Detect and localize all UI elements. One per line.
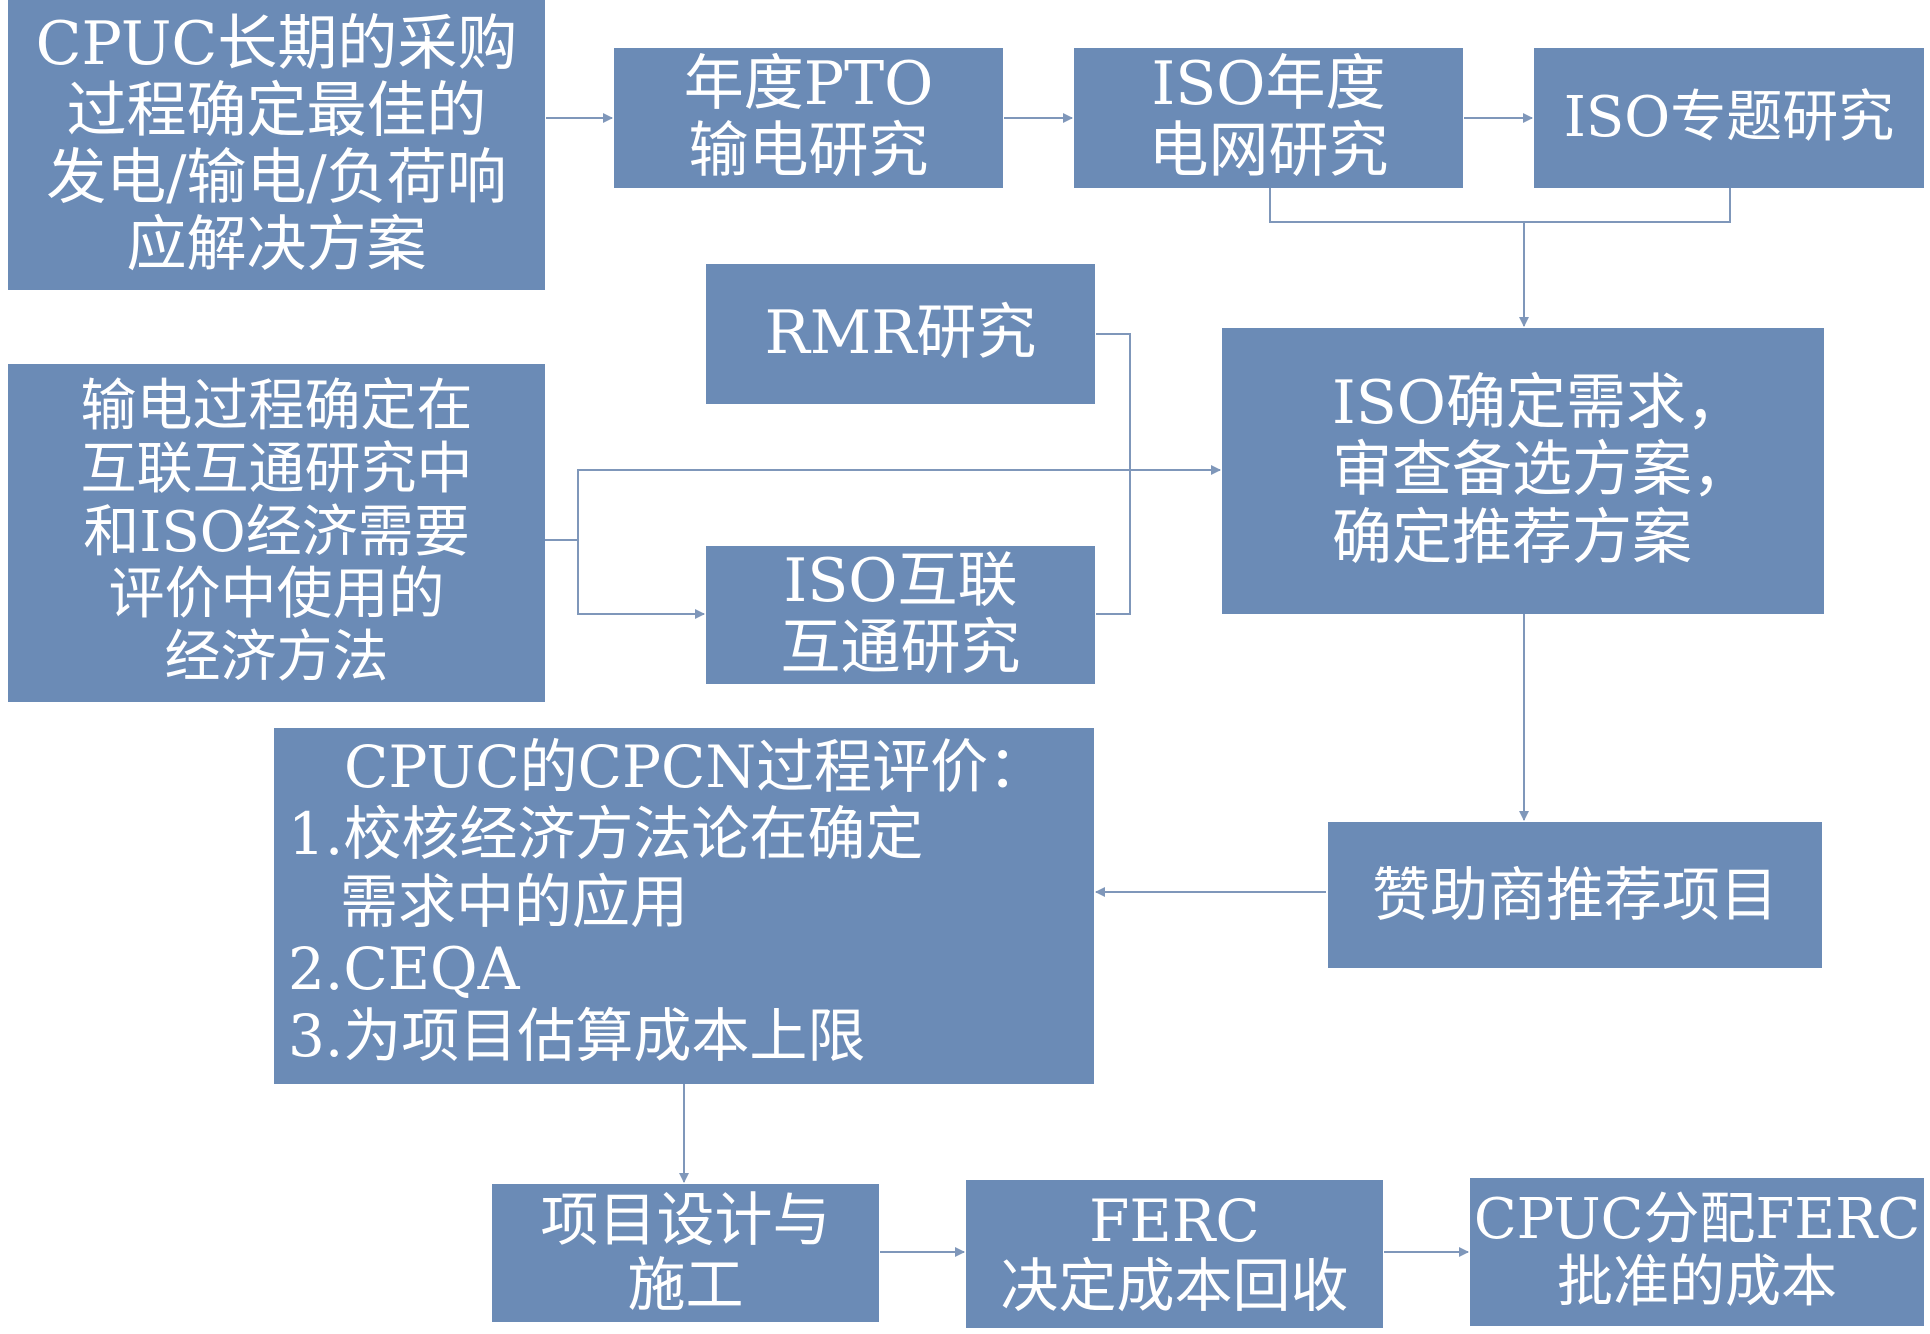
box-line: ISO年度 <box>1151 48 1386 119</box>
arrow-economic-to-interconnection <box>577 540 705 619</box>
box-line: 项目设计与 <box>540 1186 831 1255</box>
box-transmission-economic-method: 输电过程确定在 互联互通研究中 和ISO经济需要 评价中使用的 经济方法 <box>8 364 545 702</box>
box-line: RMR研究 <box>764 298 1037 369</box>
box-rmr-study: RMR研究 <box>706 264 1095 404</box>
box-line: 互通研究 <box>780 613 1021 683</box>
box-iso-determine-need: ISO确定需求， 审查备选方案， 确定推荐方案 <box>1222 328 1824 614</box>
box-line: 年度PTO <box>683 48 934 119</box>
box-line: 过程确定最佳的 <box>66 75 487 146</box>
box-cpuc-long-term-procurement: CPUC长期的采购 过程确定最佳的 发电/输电/负荷响 应解决方案 <box>8 0 545 290</box>
box-line: 赞助商推荐项目 <box>1371 860 1778 929</box>
connector-iso-studies-merge <box>1269 188 1731 223</box>
box-line: 2.CEQA <box>288 934 520 1003</box>
connector-rmr-interconnection <box>1096 333 1131 615</box>
box-cpuc-cpcn-evaluation: CPUC的CPCN过程评价： 1.校核经济方法论在确定 需求中的应用 2.CEQ… <box>274 728 1094 1084</box>
box-line: 电网研究 <box>1148 116 1389 186</box>
box-line: 输电研究 <box>688 116 929 186</box>
box-line: 应解决方案 <box>126 210 427 281</box>
box-project-design-construction: 项目设计与 施工 <box>492 1184 879 1322</box>
box-line: 决定成本回收 <box>1000 1252 1349 1320</box>
box-line: FERC <box>1089 1187 1260 1256</box>
arrow-economic-to-iso-determine <box>577 465 1221 540</box>
box-line: CPUC长期的采购 <box>35 8 518 79</box>
box-sponsor-recommended-project: 赞助商推荐项目 <box>1328 822 1822 968</box>
box-line: 经济方法 <box>164 625 389 691</box>
box-line: ISO互联 <box>783 546 1018 616</box>
box-line: 输电过程确定在 <box>80 374 473 440</box>
box-annual-pto-transmission-study: 年度PTO 输电研究 <box>614 48 1003 188</box>
box-iso-special-study: ISO专题研究 <box>1534 48 1924 188</box>
box-iso-annual-grid-study: ISO年度 电网研究 <box>1074 48 1463 188</box>
box-iso-interconnection-study: ISO互联 互通研究 <box>706 546 1095 684</box>
box-line: 审查备选方案， <box>1332 435 1752 506</box>
box-line: 3.为项目估算成本上限 <box>288 1002 866 1071</box>
box-line: 1.校核经济方法论在确定 <box>288 800 924 869</box>
box-line: CPUC的CPCN过程评价： <box>344 733 1047 801</box>
box-line: 需求中的应用 <box>340 867 689 936</box>
box-cpuc-allocate-ferc-cost: CPUC分配FERC 批准的成本 <box>1470 1178 1924 1326</box>
box-line: 确定推荐方案 <box>1332 502 1692 573</box>
box-line: 评价中使用的 <box>108 562 445 628</box>
box-line: 和ISO经济需要 <box>83 499 470 565</box>
box-line: 发电/输电/负荷响 <box>46 143 507 213</box>
box-ferc-cost-recovery: FERC 决定成本回收 <box>966 1180 1383 1328</box>
box-line: CPUC分配FERC <box>1473 1187 1921 1253</box>
box-line: ISO专题研究 <box>1563 84 1895 150</box>
box-line: 施工 <box>627 1251 744 1319</box>
box-line: ISO确定需求， <box>1332 368 1746 439</box>
box-line: 互联互通研究中 <box>80 436 473 502</box>
box-line: 批准的成本 <box>1557 1250 1837 1315</box>
